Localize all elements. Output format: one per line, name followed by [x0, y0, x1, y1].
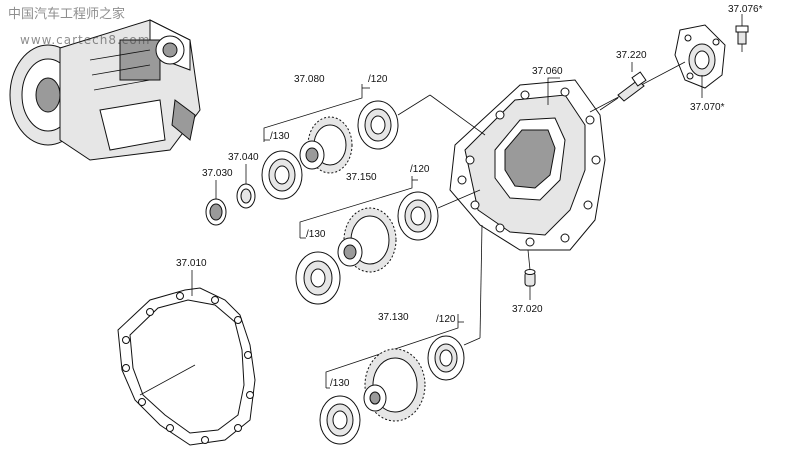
bearing-37150-120 — [397, 191, 439, 241]
label-37060: 37.060 — [532, 66, 563, 77]
label-37076: 37.076* — [728, 4, 763, 15]
cover-plate-37070 — [674, 24, 726, 89]
label-37080-120: /120 — [368, 74, 388, 85]
label-37040: 37.040 — [228, 152, 259, 163]
gear-37130 — [363, 348, 426, 422]
label-37080: 37.080 — [294, 74, 325, 85]
label-37150-130: /130 — [306, 229, 326, 240]
label-37070: 37.070* — [690, 102, 725, 113]
label-37150: 37.150 — [346, 172, 377, 183]
gasket-37010 — [117, 287, 256, 446]
label-37130-120: /120 — [436, 314, 456, 325]
bearing-37150-130 — [295, 251, 341, 305]
watermark-url: www.cartech8.com — [20, 33, 150, 47]
dowel-37020 — [524, 269, 536, 287]
label-37130: 37.130 — [378, 312, 409, 323]
gear-37150 — [337, 207, 397, 273]
label-37220: 37.220 — [616, 50, 647, 61]
label-37020: 37.020 — [512, 304, 543, 315]
housing-37060 — [449, 79, 606, 251]
washer-37030 — [205, 198, 227, 226]
label-37080-130: /130 — [270, 131, 290, 142]
label-37130-130: /130 — [330, 378, 350, 389]
watermark-title: 中国汽车工程师之家 — [8, 6, 125, 22]
bearing-37080-120 — [357, 100, 399, 150]
screw-37076 — [735, 25, 749, 52]
bearing-37130-130 — [319, 395, 361, 445]
label-37030: 37.030 — [202, 168, 233, 179]
bearing-37080-130 — [261, 150, 303, 200]
washer-37040 — [236, 183, 256, 209]
gear-37080 — [299, 116, 353, 174]
transmission-illustration — [9, 19, 201, 161]
label-37010: 37.010 — [176, 258, 207, 269]
label-37150-120: /120 — [410, 164, 430, 175]
bolt-37220 — [617, 71, 647, 102]
bearing-37130-120 — [427, 335, 465, 381]
